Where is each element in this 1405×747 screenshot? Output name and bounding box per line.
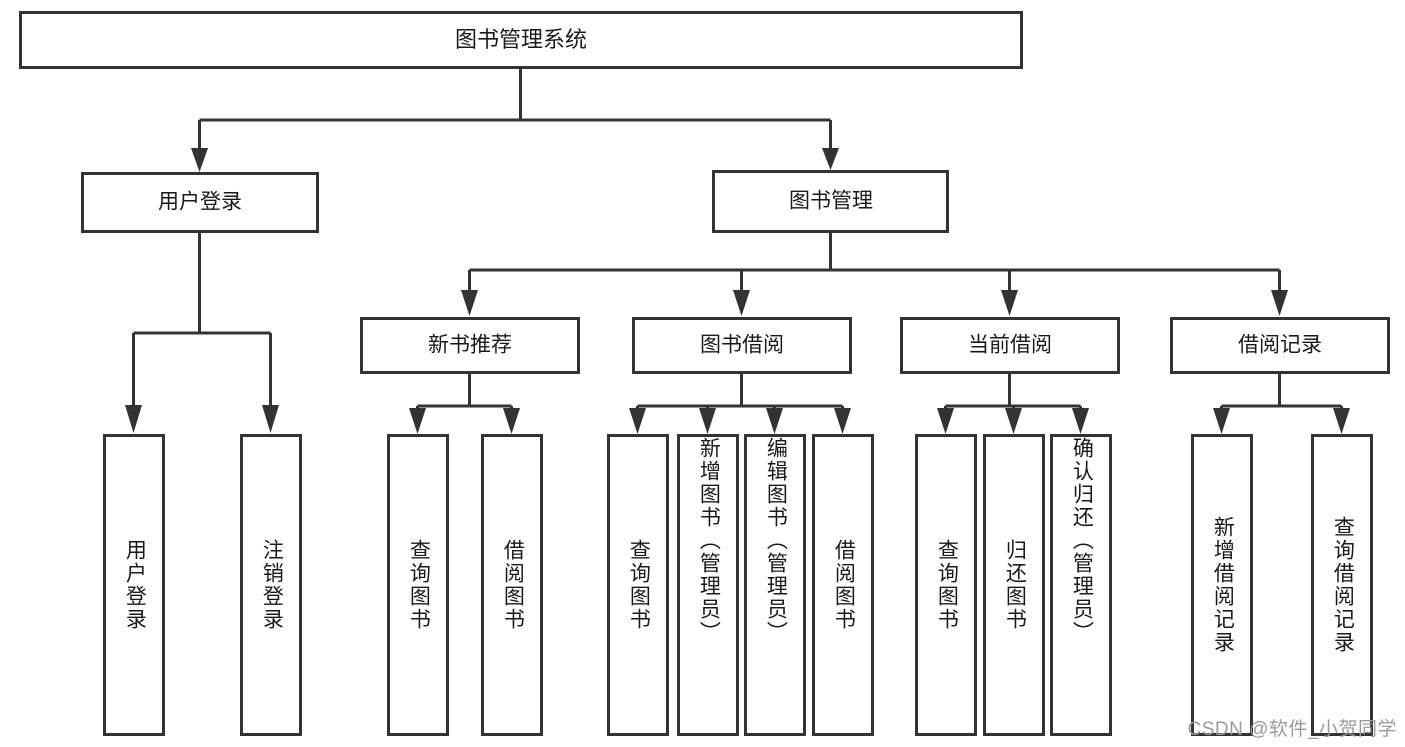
- node-root[interactable]: 图书管理系统: [19, 11, 1023, 69]
- node-new-book-recommend-label: 新书推荐: [428, 334, 512, 357]
- node-borrow-record-box[interactable]: [1170, 317, 1390, 374]
- node-current-borrow-label: 当前借阅: [968, 334, 1052, 357]
- node-current-borrow[interactable]: 当前借阅: [900, 317, 1120, 374]
- node-leaf-borrow-book-1-box[interactable]: [481, 434, 543, 736]
- arrow-to-user-login: [191, 148, 208, 172]
- node-new-book-recommend[interactable]: 新书推荐: [360, 317, 580, 374]
- arrow-to-leaf-return-book: [1005, 408, 1022, 434]
- node-root-label: 图书管理系统: [455, 27, 587, 52]
- node-book-borrow-label: 图书借阅: [700, 334, 784, 357]
- node-book-manage-label: 图书管理: [789, 190, 873, 213]
- arrow-to-leaf-confirm-return: [1072, 408, 1089, 434]
- node-book-borrow[interactable]: 图书借阅: [632, 317, 852, 374]
- node-leaf-query-record-box[interactable]: [1311, 434, 1373, 736]
- node-user-login-label: 用户登录: [158, 191, 242, 214]
- arrow-to-leaf-borrow-book-2: [834, 408, 851, 434]
- arrow-to-leaf-logout: [262, 405, 279, 433]
- node-leaf-confirm-return-box[interactable]: [1050, 434, 1112, 736]
- node-current-borrow-box[interactable]: [900, 317, 1120, 374]
- node-borrow-record-label: 借阅记录: [1238, 334, 1322, 357]
- connector-group: [125, 68, 1350, 434]
- node-new-book-recommend-box[interactable]: [360, 317, 580, 374]
- node-leaf-user-login-box[interactable]: [103, 434, 165, 736]
- node-leaf-edit-book-box[interactable]: [744, 434, 806, 736]
- node-leaf-logout-box[interactable]: [240, 434, 302, 736]
- arrow-to-leaf-query-book-3: [937, 408, 954, 434]
- node-book-borrow-box[interactable]: [632, 317, 852, 374]
- node-group: 图书管理系统 用户登录 图书管理 新书推荐 图书借阅 当前: [19, 11, 1390, 736]
- node-borrow-record[interactable]: 借阅记录: [1170, 317, 1390, 374]
- node-leaf-borrow-book-2-box[interactable]: [812, 434, 874, 736]
- node-leaf-return-book-box[interactable]: [983, 434, 1045, 736]
- node-leaf-query-book-3-box[interactable]: [915, 434, 977, 736]
- node-root-box[interactable]: [19, 11, 1023, 69]
- arrow-to-leaf-query-record: [1333, 408, 1350, 434]
- arrow-to-leaf-query-book-1: [409, 408, 426, 434]
- arrow-to-leaf-add-book: [699, 408, 716, 434]
- node-book-manage-box[interactable]: [712, 170, 949, 233]
- arrow-to-leaf-edit-book: [766, 408, 783, 434]
- arrow-to-leaf-borrow-book-1: [503, 408, 520, 434]
- arrow-to-leaf-query-book-2: [629, 408, 646, 434]
- arrow-to-leaf-add-record: [1213, 408, 1230, 434]
- arrow-to-book-manage: [822, 148, 839, 170]
- node-book-manage[interactable]: 图书管理: [712, 170, 949, 233]
- arrow-to-borrow-record: [1271, 290, 1288, 316]
- watermark-label: CSDN @软件_小贺同学: [1187, 719, 1397, 740]
- arrow-to-new-book-recommend: [461, 290, 478, 316]
- node-user-login[interactable]: 用户登录: [81, 172, 319, 233]
- node-user-login-box[interactable]: [81, 172, 319, 233]
- arrow-to-book-borrow: [733, 290, 750, 316]
- node-leaf-add-book-box[interactable]: [677, 434, 739, 736]
- arrow-to-leaf-user-login: [125, 405, 142, 433]
- node-leaf-add-record-box[interactable]: [1191, 434, 1253, 736]
- node-leaf-query-book-1-box[interactable]: [387, 434, 449, 736]
- node-leaf-query-book-2-box[interactable]: [607, 434, 669, 736]
- arrow-to-current-borrow: [1001, 290, 1018, 316]
